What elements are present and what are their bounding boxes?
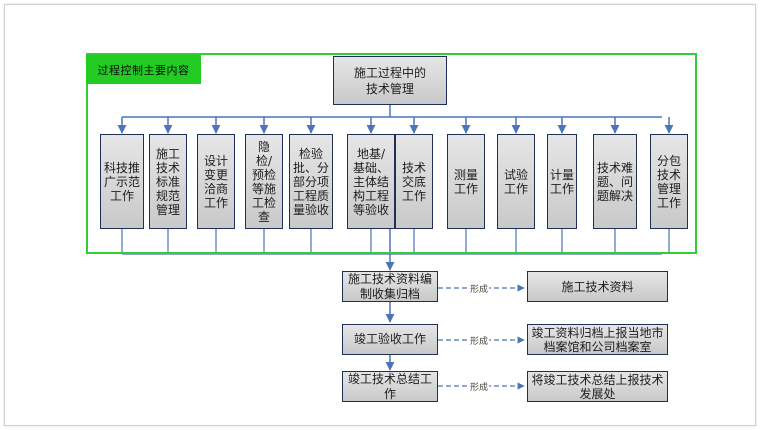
control-item-6: 地基/基础、主体结构工程等验收	[347, 134, 395, 229]
control-item-6-text: 地基/基础、主体结构工程等验收	[353, 146, 390, 217]
flow-result-3: 将竣工技术总结上报技术发展处	[527, 371, 668, 402]
control-item-3: 设计变更洽商工作	[197, 134, 235, 229]
control-item-3-text: 设计变更洽商工作	[203, 153, 228, 210]
flow-step-1-text: 施工技术资料编制收集归档	[347, 271, 432, 301]
control-item-12-text: 分包技术管理工作	[656, 153, 681, 210]
control-item-12: 分包技术管理工作	[650, 134, 688, 229]
flow-step-3: 竣工技术总结工作	[342, 371, 438, 402]
control-item-11-text: 技术难题、问题解决	[597, 160, 634, 203]
flow-connector-2-label: 形成	[469, 334, 490, 347]
flow-result-1: 施工技术资料	[527, 271, 668, 302]
control-item-1-text: 科技推广示范工作	[104, 160, 141, 203]
flow-connector-3-label: 形成	[469, 380, 490, 393]
flow-result-2: 竣工资料归档上报当地市档案馆和公司档案室	[527, 324, 668, 355]
flow-connector-1-label: 形成	[469, 282, 490, 295]
control-item-5: 检验批、分部分项工程质量验收	[289, 134, 333, 229]
process-control-label: 过程控制主要内容	[86, 55, 201, 84]
control-item-5-text: 检验批、分部分项工程质量验收	[293, 146, 330, 217]
control-item-9-text: 试验工作	[503, 167, 528, 196]
flow-step-2-text: 竣工验收工作	[353, 332, 426, 346]
top-box-text: 施工过程中的技术管理	[353, 65, 426, 96]
control-item-8-text: 测量工作	[453, 167, 478, 196]
control-item-4: 隐检/预检等施工检查	[245, 134, 283, 229]
control-item-10-text: 计量工作	[549, 167, 574, 196]
control-item-9: 试验工作	[497, 134, 535, 229]
control-item-10: 计量工作	[547, 134, 577, 229]
control-item-2: 施工技术标准规范管理	[149, 134, 187, 229]
flow-step-1: 施工技术资料编制收集归档	[342, 271, 438, 302]
control-item-7: 技术交底工作	[395, 134, 433, 229]
control-item-4-text: 隐检/预检等施工检查	[251, 139, 276, 224]
control-item-2-text: 施工技术标准规范管理	[155, 146, 180, 217]
control-item-11: 技术难题、问题解决	[593, 134, 637, 229]
flow-step-2: 竣工验收工作	[342, 324, 438, 355]
control-item-8: 测量工作	[447, 134, 485, 229]
flow-result-1-text: 施工技术资料	[561, 279, 634, 294]
flow-step-3-text: 竣工技术总结工作	[347, 371, 432, 401]
control-item-1: 科技推广示范工作	[100, 134, 144, 229]
flow-result-2-text: 竣工资料归档上报当地市档案馆和公司档案室	[531, 325, 664, 354]
control-item-7-text: 技术交底工作	[401, 160, 426, 203]
flow-result-3-text: 将竣工技术总结上报技术发展处	[531, 372, 664, 401]
top-box-technical-management: 施工过程中的技术管理	[333, 56, 447, 105]
process-control-frame	[86, 53, 697, 254]
